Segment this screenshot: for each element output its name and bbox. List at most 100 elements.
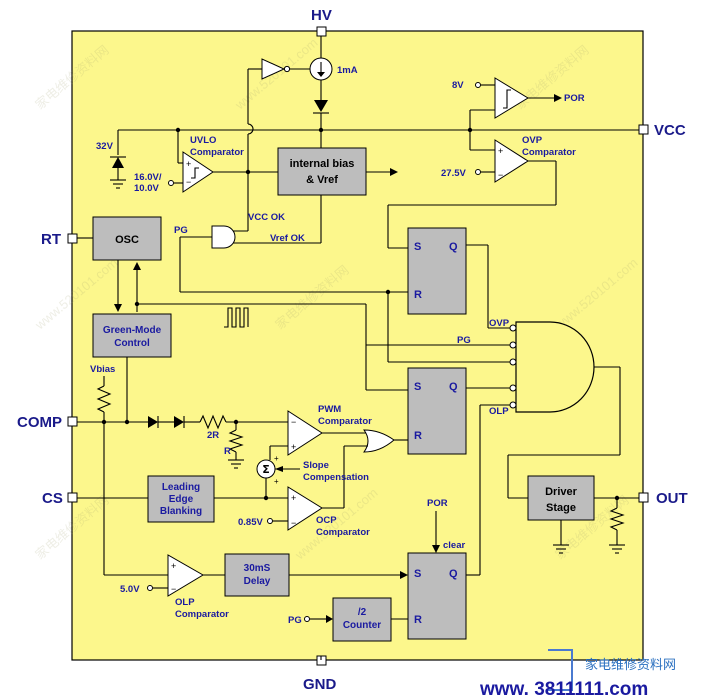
driver-stage: Driver Stage (527, 475, 639, 554)
sigma-summer: Σ + + Slope Compensation (256, 454, 369, 501)
olp-flipflop: S Q R POR clear (407, 498, 467, 640)
internal-bias-block: internal bias & Vref (277, 147, 398, 196)
pwm-ff-r: R (414, 430, 422, 442)
green-mode-block: Green-Mode Control (92, 313, 172, 423)
pin-out: OUT (638, 490, 688, 507)
internal-bias-line1: internal bias (290, 158, 355, 170)
vcc-ok-label: VCC OK (248, 212, 285, 223)
svg-text:+: + (171, 561, 176, 571)
svg-text:+: + (274, 454, 279, 463)
ovp-flipflop: S Q R OVP (407, 227, 510, 329)
svg-text:−: − (171, 584, 176, 594)
green-mode-line2: Control (114, 338, 150, 349)
pg3-label: PG (288, 615, 302, 626)
por-label: POR (564, 93, 585, 104)
clear-label: clear (443, 540, 465, 551)
svg-text:−: − (291, 518, 296, 528)
svg-text:+: + (291, 442, 296, 452)
por-ref: 8V (452, 80, 464, 91)
svg-text:−: − (291, 417, 296, 427)
pin-gnd-label: GND (303, 676, 337, 693)
zener-section: 32V (96, 127, 183, 189)
zener-label: 32V (96, 141, 114, 152)
svg-text:−: − (186, 177, 191, 187)
svg-text:+: + (186, 159, 191, 169)
sigma-symbol: Σ (262, 463, 270, 476)
site-watermark: 家电维修资料网 www. 3811111.com (479, 649, 676, 699)
pin-rt-label: RT (41, 231, 61, 248)
pwm-label-1: PWM (318, 404, 341, 415)
two-r-label: 2R (207, 430, 219, 441)
uvlo-ref-1: 16.0V/ (134, 172, 162, 183)
ocp-comparator: + − OCP Comparator 0.85V (238, 486, 370, 538)
uvlo-label-1: UVLO (190, 135, 216, 146)
ocp-label-1: OCP (316, 515, 337, 526)
svg-text:+: + (498, 146, 503, 156)
olp-ff-r: R (414, 614, 422, 626)
svg-text:+: + (291, 493, 296, 503)
pwm-flipflop: S Q R (407, 367, 510, 455)
ovp-ff-r: R (414, 289, 422, 301)
delay-block: 30mS Delay (224, 553, 408, 597)
ocp-label-2: Comparator (316, 527, 370, 538)
olp-label-2: Comparator (175, 609, 229, 620)
olp-ff-q: Q (449, 568, 458, 580)
pin-cs-label: CS (42, 490, 63, 507)
vbias-label: Vbias (90, 364, 115, 375)
ovp-sig-label: OVP (489, 318, 510, 329)
delay-line2: Delay (244, 576, 271, 587)
ovp-ref: 27.5V (441, 168, 466, 179)
pg2-label: PG (457, 335, 471, 346)
pwm-ff-q: Q (449, 381, 458, 393)
ovp-ff-s: S (414, 241, 421, 253)
internal-bias-line2: & Vref (306, 174, 338, 186)
uvlo-label-2: Comparator (190, 147, 244, 158)
svg-text:−: − (498, 170, 503, 180)
slope-label-2: Compensation (303, 472, 369, 483)
counter-block: PG /2 Counter (288, 597, 408, 642)
osc-block: OSC (77, 216, 510, 391)
leb-line1: Leading (162, 482, 200, 493)
slope-label-1: Slope (303, 460, 329, 471)
pin-comp-label: COMP (17, 414, 62, 431)
uvlo-comparator: + − UVLO Comparator 16.0V/ 10.0V (134, 135, 278, 194)
counter-line1: /2 (358, 607, 367, 618)
leb-line2: Edge (169, 494, 194, 505)
r-label: R (224, 446, 231, 457)
pwm-label-2: Comparator (318, 416, 372, 427)
vref-ok-label: Vref OK (270, 233, 305, 244)
pin-vcc: VCC (638, 122, 686, 139)
leb-line3: Blanking (160, 506, 202, 517)
or-gate (322, 429, 408, 509)
olp-ff-s: S (414, 568, 421, 580)
svg-text:+: + (274, 477, 279, 486)
pin-out-label: OUT (656, 490, 688, 507)
por-comparator: 8V POR (452, 77, 585, 130)
osc-label: OSC (115, 234, 139, 246)
hv-diode (314, 100, 328, 112)
pin-comp: COMP (17, 414, 78, 431)
driver-line1: Driver (545, 486, 578, 498)
ovp-label-1: OVP (522, 135, 543, 146)
watermark-url: www. 3811111.com (479, 679, 648, 699)
pg-and-gate: VCC OK Vref OK PG (174, 172, 322, 249)
ovp-label-2: Comparator (522, 147, 576, 158)
uvlo-ref-2: 10.0V (134, 183, 159, 194)
ocp-ref: 0.85V (238, 517, 263, 528)
pwm-comparator: − + PWM Comparator (269, 404, 372, 460)
inverter (261, 58, 286, 80)
counter-line2: Counter (343, 620, 381, 631)
ovp-comparator: + − OVP Comparator 27.5V (387, 130, 576, 249)
pin-gnd: GND (303, 655, 337, 693)
watermark-cn: 家电维修资料网 (585, 657, 676, 673)
ovp-ff-q: Q (449, 241, 458, 253)
olp-label-1: OLP (175, 597, 195, 608)
pin-hv-label: HV (311, 7, 332, 24)
comp-network: Vbias 2R R (77, 364, 288, 576)
leb-block: Leading Edge Blanking (77, 475, 288, 523)
green-mode-line1: Green-Mode (103, 325, 162, 336)
olp-ref: 5.0V (120, 584, 140, 595)
olp-sig-label: OLP (489, 406, 509, 417)
pwm-ff-s: S (414, 381, 421, 393)
current-source-label: 1mA (337, 65, 358, 76)
